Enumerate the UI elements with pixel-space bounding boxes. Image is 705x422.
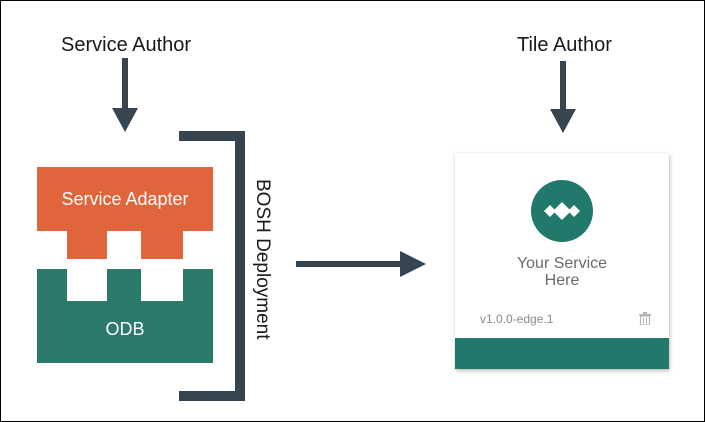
deployment-to-tile-arrow <box>296 251 426 277</box>
service-adapter-label: Service Adapter <box>61 189 189 209</box>
adapter-odb-blocks <box>37 167 213 363</box>
odb-block <box>37 269 213 363</box>
tile-card[interactable]: Your Service Here v1.0.0-edge.1 <box>455 153 669 369</box>
service-author-arrow <box>112 58 138 132</box>
bosh-deployment-bracket <box>179 131 245 401</box>
tile-author-arrow <box>550 61 576 133</box>
tile-author-label: Tile Author <box>517 34 612 56</box>
odb-label: ODB <box>105 319 145 339</box>
tile-title-line1: Your Service <box>516 255 608 272</box>
tile-version: v1.0.0-edge.1 <box>480 312 554 326</box>
tile-footer-bar <box>455 338 669 369</box>
trash-icon[interactable] <box>639 312 651 325</box>
tile-title: Your Service Here <box>455 255 669 289</box>
diamonds-logo-icon <box>531 180 593 242</box>
bosh-deployment-label: BOSH Deployment <box>252 179 273 340</box>
tile-title-line2: Here <box>544 272 580 289</box>
service-author-label: Service Author <box>61 34 192 56</box>
service-adapter-block <box>37 167 213 259</box>
